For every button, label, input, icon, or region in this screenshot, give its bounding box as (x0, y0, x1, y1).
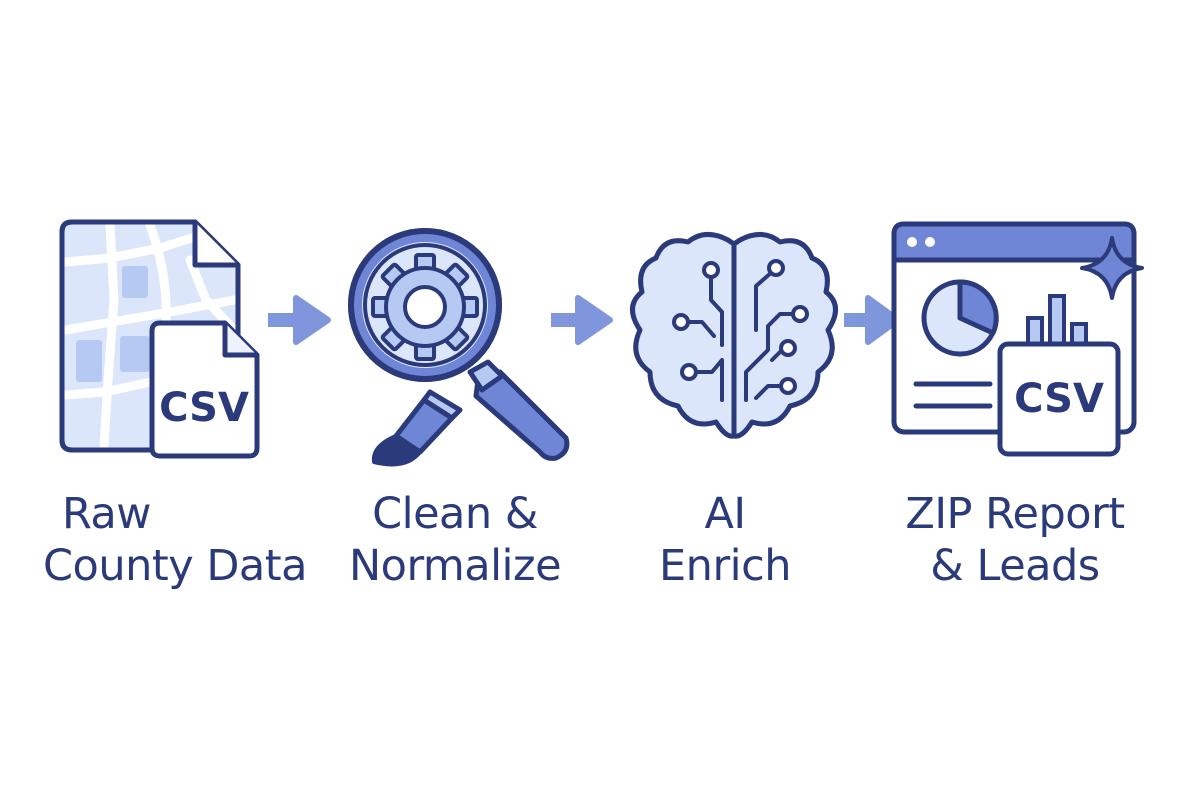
arrow-right-icon (268, 295, 331, 345)
magnifier-gear-brush-icon (348, 228, 570, 467)
arrow-right-icon (844, 295, 901, 345)
label-line: & Leads (930, 541, 1100, 591)
label-line: AI (704, 489, 746, 539)
step-label-zip-report-leads: ZIP Report & Leads (880, 488, 1150, 592)
label-line: Raw (62, 489, 151, 539)
label-line: Enrich (659, 541, 791, 591)
brush-icon (371, 389, 463, 467)
label-line: Clean & (372, 489, 538, 539)
ai-brain-circuit-icon (630, 232, 838, 439)
sparkle-icon (1080, 236, 1144, 300)
step-label-ai-enrich: AI Enrich (620, 488, 830, 592)
pie-chart-icon (921, 279, 999, 357)
csv-badge-text: CSV (1014, 376, 1104, 422)
label-line: ZIP Report (905, 489, 1125, 539)
csv-badge-text: CSV (159, 385, 249, 431)
label-line: Normalize (348, 541, 562, 591)
step-label-clean-normalize: Clean & Normalize (320, 488, 590, 592)
label-line: County Data (43, 541, 308, 591)
report-window-csv-icon: CSV (891, 221, 1144, 457)
arrow-right-icon (551, 295, 613, 345)
step-label-raw-county-data: Raw County Data (30, 488, 320, 592)
csv-map-document-icon: CSV (59, 219, 260, 459)
